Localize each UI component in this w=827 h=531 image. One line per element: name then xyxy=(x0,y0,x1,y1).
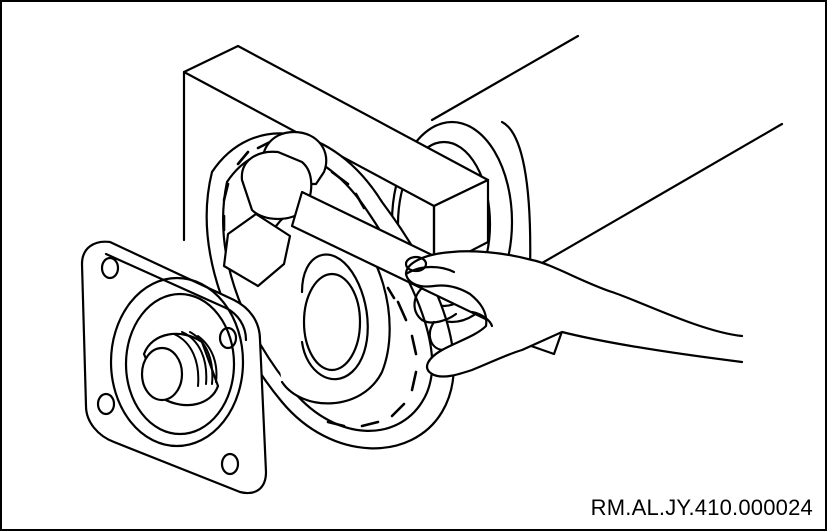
threaded-shaft xyxy=(140,331,220,407)
hand xyxy=(404,250,744,378)
axle-housing xyxy=(430,34,784,272)
bracket-block xyxy=(182,44,490,272)
figure-reference-code: RM.AL.JY.410.000024 xyxy=(590,495,813,520)
